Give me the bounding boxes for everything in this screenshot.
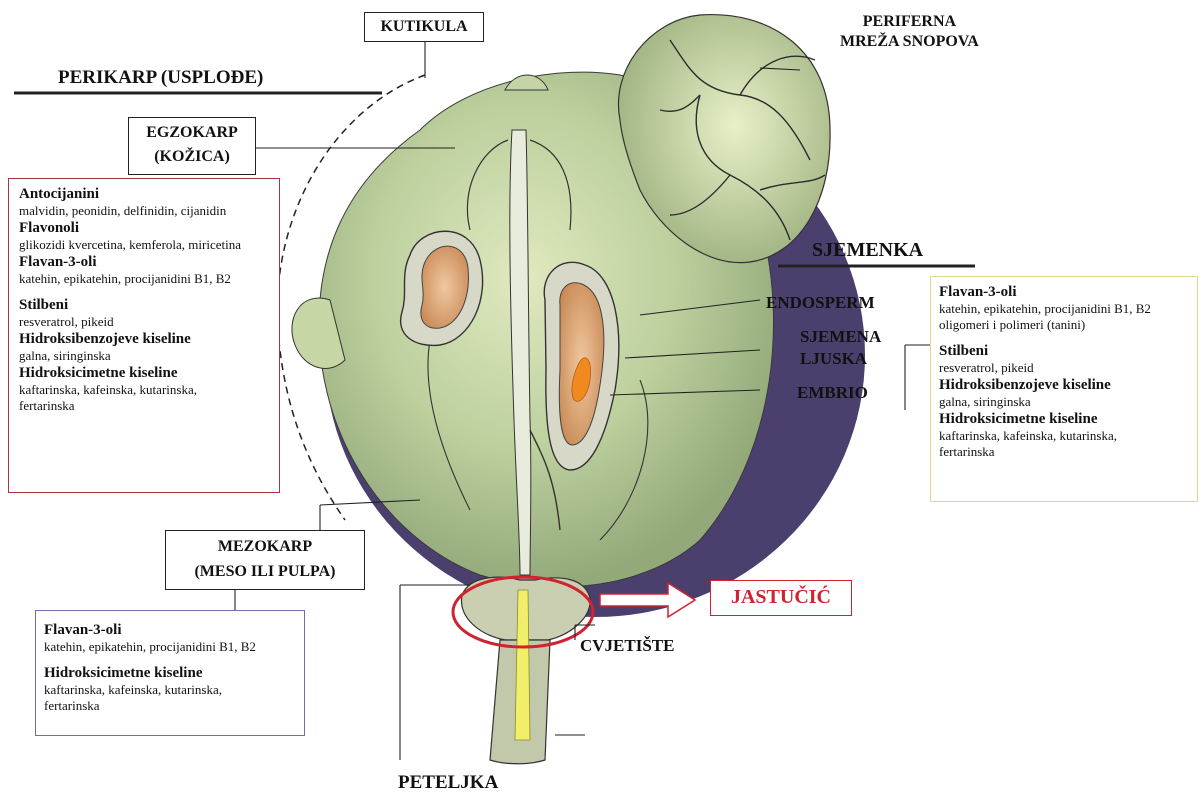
kutikula-label: KUTIKULA bbox=[380, 18, 467, 35]
compound-list: fertarinska bbox=[44, 698, 298, 714]
compound-list: galna, siringinska bbox=[19, 348, 273, 364]
compound-class: Flavan-3-oli bbox=[939, 283, 1191, 301]
compound-list: katehin, epikatehin, procijanidini B1, B… bbox=[19, 271, 273, 287]
compound-list: katehin, epikatehin, procijanidini B1, B… bbox=[939, 301, 1191, 317]
pulp-compounds-box: Flavan-3-oli katehin, epikatehin, procij… bbox=[35, 610, 305, 736]
mezokarp-label-box: MEZOKARP (MESO ILI PULPA) bbox=[165, 530, 365, 590]
sjemena-ljuska-label: SJEMENA LJUSKA bbox=[800, 326, 881, 370]
periferna-label: PERIFERNA MREŽA SNOPOVA bbox=[840, 12, 979, 52]
compound-list: galna, siringinska bbox=[939, 394, 1191, 410]
compound-list: katehin, epikatehin, procijanidini B1, B… bbox=[44, 639, 298, 655]
compound-class: Hidroksibenzojeve kiseline bbox=[939, 376, 1191, 394]
compound-class: Stilbeni bbox=[939, 342, 1191, 360]
compound-list: fertarinska bbox=[939, 444, 1191, 460]
compound-class: Hidroksicimetne kiseline bbox=[44, 664, 298, 682]
kutikula-label-box: KUTIKULA bbox=[364, 12, 484, 42]
perikarp-heading: PERIKARP (USPLOĐE) bbox=[58, 68, 263, 88]
endosperm-label: ENDOSPERM bbox=[766, 293, 875, 313]
compound-class: Hidroksicimetne kiseline bbox=[19, 364, 273, 382]
pedicel-core bbox=[515, 590, 530, 740]
compound-class: Flavonoli bbox=[19, 219, 273, 237]
compound-list: kaftarinska, kafeinska, kutarinska, bbox=[19, 382, 273, 398]
compound-list: kaftarinska, kafeinska, kutarinska, bbox=[939, 428, 1191, 444]
compound-list: fertarinska bbox=[19, 398, 273, 414]
seed-compounds-box: Flavan-3-oli katehin, epikatehin, procij… bbox=[930, 276, 1198, 502]
sjemenka-heading: SJEMENKA bbox=[812, 240, 923, 260]
compound-list: glikozidi kvercetina, kemferola, miricet… bbox=[19, 237, 273, 253]
compound-list: malvidin, peonidin, delfinidin, cijanidi… bbox=[19, 203, 273, 219]
egzokarp-label-box: EGZOKARP (KOŽICA) bbox=[128, 117, 256, 175]
compound-class: Flavan-3-oli bbox=[44, 621, 298, 639]
jastucic-label-box: JASTUČIĆ bbox=[710, 580, 852, 616]
compound-list: oligomeri i polimeri (tanini) bbox=[939, 317, 1191, 333]
peteljka-label: PETELJKA bbox=[398, 773, 498, 793]
compound-list: resveratrol, pikeid bbox=[19, 314, 273, 330]
compound-class: Stilbeni bbox=[19, 296, 273, 314]
embrio-label: EMBRIO bbox=[797, 383, 868, 403]
compound-class: Antocijanini bbox=[19, 185, 273, 203]
compound-class: Hidroksicimetne kiseline bbox=[939, 410, 1191, 428]
compound-list: resveratrol, pikeid bbox=[939, 360, 1191, 376]
compound-list: kaftarinska, kafeinska, kutarinska, bbox=[44, 682, 298, 698]
compound-class: Hidroksibenzojeve kiseline bbox=[19, 330, 273, 348]
compound-class: Flavan-3-oli bbox=[19, 253, 273, 271]
exocarp-compounds-box: Antocijanini malvidin, peonidin, delfini… bbox=[8, 178, 280, 493]
cvjetiste-label: CVJETIŠTE bbox=[580, 636, 674, 656]
